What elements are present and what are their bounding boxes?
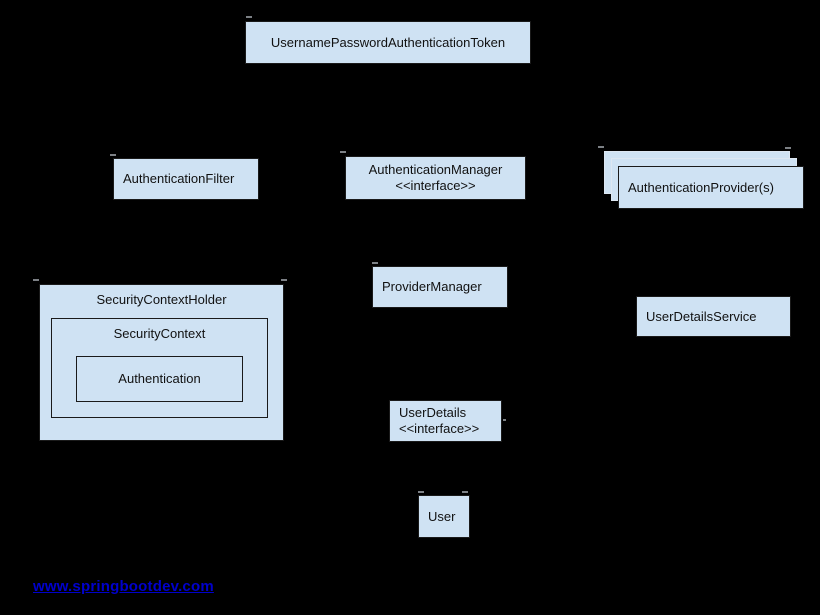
class-box-user-details-service: UserDetailsService (636, 296, 791, 337)
artifact-tick (503, 419, 506, 421)
class-box-authentication: Authentication (76, 356, 243, 402)
artifact-tick (372, 262, 378, 264)
artifact-tick (110, 154, 116, 156)
stereotype-label: <<interface>> (395, 178, 476, 193)
class-label: ProviderManager (382, 279, 482, 294)
stereotype-label: <<interface>> (399, 421, 480, 436)
class-label: SecurityContextHolder (96, 292, 227, 307)
class-label: AuthenticationProvider(s) (628, 179, 774, 195)
artifact-tick (462, 491, 468, 493)
artifact-tick (246, 16, 252, 18)
class-label: AuthenticationManager (368, 162, 503, 177)
artifact-tick (340, 151, 346, 153)
class-box-user-details: UserDetails <<interface>> (389, 400, 502, 442)
class-label: Authentication (118, 371, 201, 386)
class-box-user: User (418, 495, 470, 538)
class-box-authentication-providers: AuthenticationProvider(s) (618, 166, 804, 209)
class-label: UserDetailsService (646, 308, 757, 324)
class-label: UserDetails (399, 405, 467, 420)
artifact-tick (418, 491, 424, 493)
artifact-tick (785, 147, 791, 149)
class-box-security-context: SecurityContext Authentication (51, 318, 268, 418)
artifact-tick (598, 146, 604, 148)
class-box-username-password-authentication-token: UsernamePasswordAuthenticationToken (245, 21, 531, 64)
class-box-provider-manager: ProviderManager (372, 266, 508, 308)
footer-website-link[interactable]: www.springbootdev.com (33, 578, 214, 595)
class-box-authentication-manager: AuthenticationManager <<interface>> (345, 156, 526, 200)
class-label: AuthenticationFilter (123, 171, 235, 186)
class-box-authentication-filter: AuthenticationFilter (113, 158, 259, 200)
class-label: User (428, 508, 456, 524)
artifact-tick (281, 279, 287, 281)
artifact-tick (33, 279, 39, 281)
class-label: UsernamePasswordAuthenticationToken (270, 34, 506, 50)
class-label: SecurityContext (113, 326, 206, 341)
class-box-security-context-holder: SecurityContextHolder SecurityContext Au… (39, 284, 284, 441)
